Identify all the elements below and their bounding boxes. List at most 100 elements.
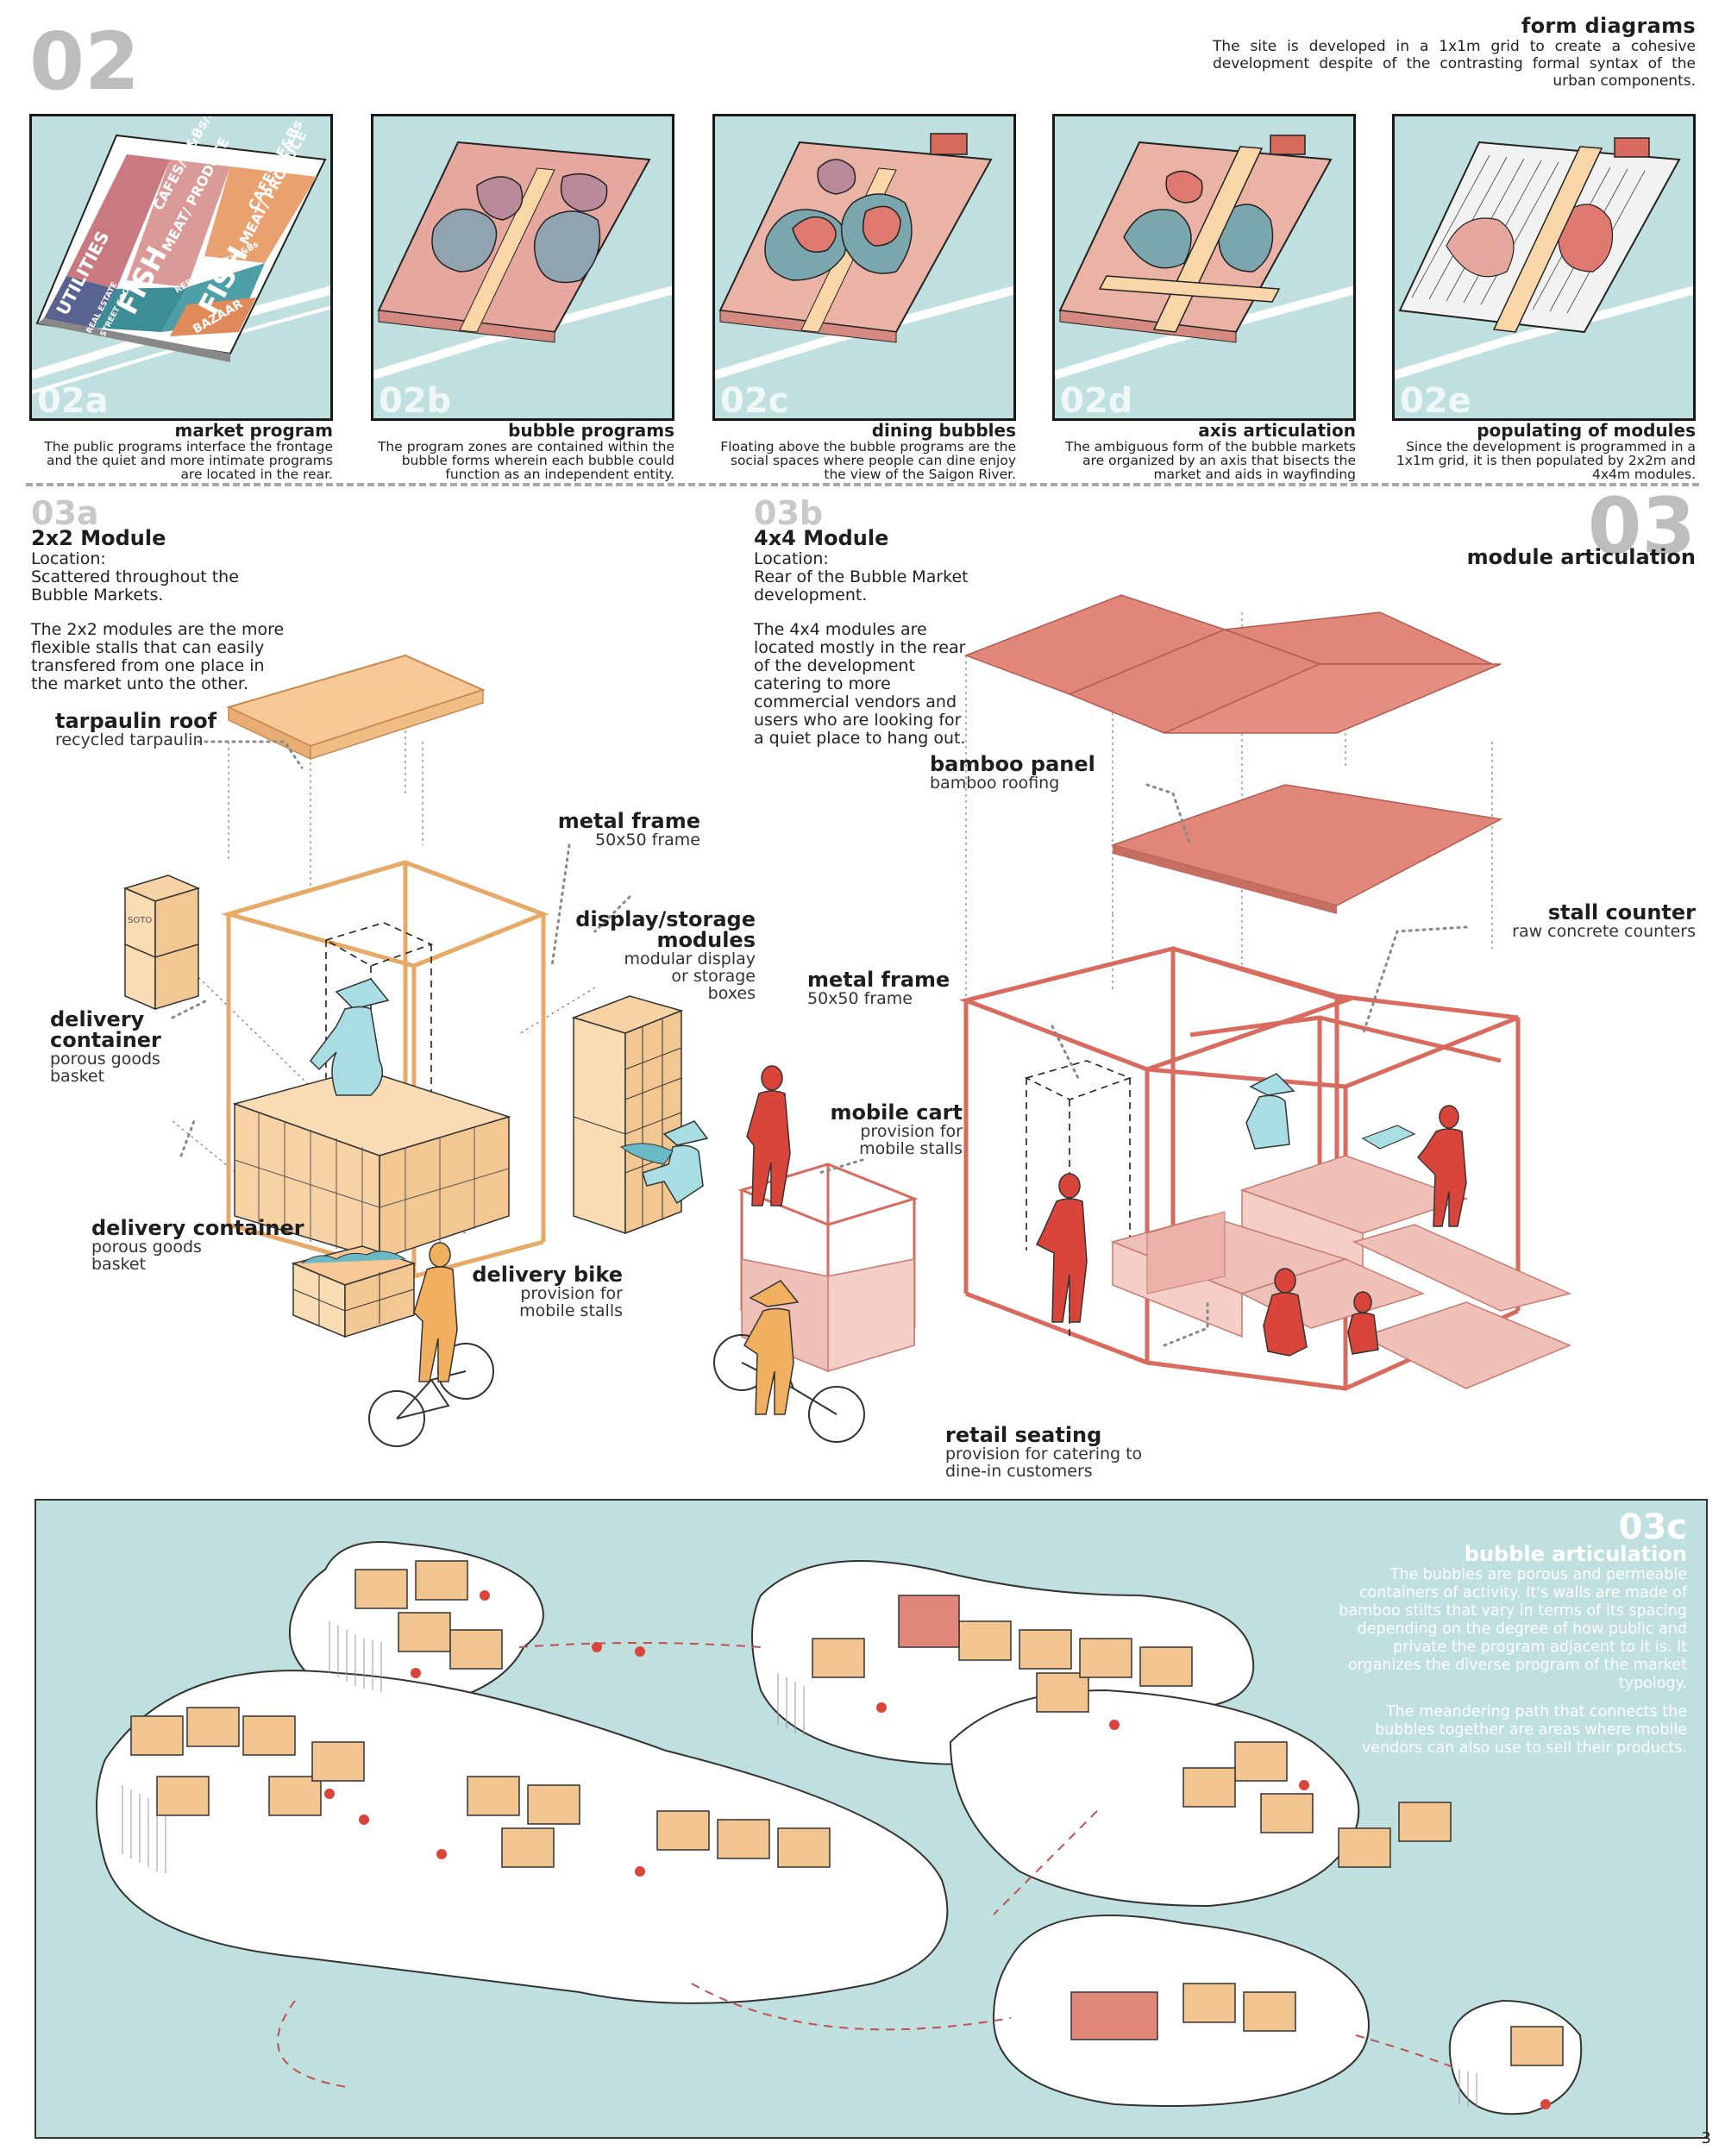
- label-title: delivery container: [91, 1216, 304, 1240]
- module-2x2-title: 2x2 Module: [31, 526, 166, 550]
- label-body: bamboo roofing: [930, 774, 1060, 793]
- module-2x2-location: Location: Scattered throughout the Bubbl…: [31, 550, 239, 605]
- bubble-articulation-text: 03c bubble articulation The bubbles are …: [1325, 1510, 1687, 1758]
- description-line: The 2x2 modules are the more: [31, 620, 285, 639]
- panel-02d-axis-articulation: 02d: [1052, 114, 1356, 421]
- panel-tag: 02b: [379, 381, 452, 421]
- label-delivery-container-b: delivery container porous goods basket: [91, 1218, 304, 1273]
- module-03a-tag: 03a: [31, 494, 99, 532]
- label-title: tarpaulin roof: [55, 709, 217, 733]
- person-figure-icon: [1263, 1268, 1308, 1357]
- fish-basket-icon: [291, 1245, 417, 1338]
- form-diagrams-title: form diagrams: [1521, 14, 1696, 38]
- label-body: raw concrete counters: [1512, 922, 1696, 941]
- label-metal-frame-2x2: metal frame 50x50 frame: [500, 811, 700, 849]
- section-divider: [26, 483, 1699, 486]
- form-diagrams-header: form diagrams The site is developed in a…: [1213, 14, 1696, 90]
- location-line: Bubble Markets.: [31, 586, 164, 605]
- module-exploded-axonometric: SOTO: [122, 594, 1572, 1447]
- caption-title: axis articulation: [1198, 420, 1356, 441]
- caption-body: The ambiguous form of the bubble markets…: [1065, 439, 1356, 482]
- label-body: modular display: [624, 950, 756, 968]
- person-figure-icon: [1416, 1105, 1467, 1227]
- label-body: porous goods: [50, 1050, 160, 1069]
- caption-body: The public programs interface the fronta…: [44, 439, 333, 482]
- section-03-number: 03: [1587, 481, 1696, 572]
- caption-body: Since the development is programmed in a…: [1396, 439, 1696, 482]
- crate-icon: SOTO: [122, 874, 201, 1011]
- label-body: dine-in customers: [945, 1462, 1093, 1481]
- module-2x2-drawing: SOTO: [122, 654, 709, 1447]
- label-metal-frame-4x4: metal frame 50x50 frame: [807, 969, 950, 1007]
- page-number: 3: [1701, 2129, 1711, 2147]
- bubble-body-2: The meandering path that connects the bu…: [1361, 1703, 1687, 1757]
- description-line: catering to more: [754, 674, 891, 693]
- label-title: bamboo panel: [930, 752, 1095, 776]
- label-body: recycled tarpaulin: [55, 730, 204, 749]
- bicycle-icon: [368, 1343, 494, 1447]
- caption-02c: dining bubbles Floating above the bubble…: [712, 421, 1016, 481]
- module-articulation-label: module articulation: [1466, 545, 1696, 569]
- description-line: transfered from one place in: [31, 656, 265, 675]
- module-cluster-4x4: [898, 1595, 1158, 2040]
- panel-02e-populating-modules: 02e: [1392, 114, 1696, 421]
- caption-02a: market program The public programs inter…: [29, 421, 333, 481]
- bubble-programs-diagram: [373, 141, 672, 379]
- location-line: Rear of the Bubble Market: [754, 567, 969, 586]
- label-display-storage: display/storage modules modular display …: [518, 909, 756, 1002]
- person-figure-icon: [324, 1590, 1551, 2109]
- module-4x4-location: Location: Rear of the Bubble Market deve…: [754, 550, 969, 605]
- label-body: porous goods: [91, 1238, 202, 1257]
- caption-body: Floating above the bubble programs are t…: [720, 439, 1016, 482]
- module-03b-tag: 03b: [754, 494, 824, 532]
- label-title: metal frame: [807, 968, 950, 992]
- label-bamboo-panel: bamboo panel bamboo roofing: [930, 754, 1095, 792]
- person-figure-icon: [1347, 1291, 1379, 1355]
- label-title: delivery: [50, 1007, 145, 1031]
- label-body: or storage: [671, 967, 756, 986]
- label-title: metal frame: [557, 809, 700, 833]
- display-storage-shelf: [571, 995, 684, 1235]
- label-body: 50x50 frame: [807, 989, 913, 1008]
- bubble-articulation-panel: 03c bubble articulation The bubbles are …: [34, 1499, 1708, 2139]
- label-body: mobile stalls: [859, 1139, 963, 1158]
- description-line: The 4x4 modules are: [754, 620, 927, 639]
- label-body: basket: [50, 1067, 105, 1086]
- caption-title: populating of modules: [1477, 420, 1696, 441]
- bubble-body: The bubbles are porous and permeable con…: [1339, 1566, 1687, 1692]
- module-articulation-title: module articulation: [1467, 547, 1696, 567]
- label-body: basket: [91, 1255, 147, 1274]
- person-figure-icon: [1035, 1173, 1088, 1323]
- module-4x4-title: 4x4 Module: [754, 526, 889, 550]
- populating-modules-diagram: [1395, 137, 1693, 379]
- module-4x4-description: The 4x4 modules are located mostly in th…: [754, 621, 966, 748]
- person-figure-icon: [746, 1065, 791, 1206]
- label-delivery-container-a: delivery container porous goods basket: [50, 1009, 161, 1085]
- label-retail-seating: retail seating provision for catering to…: [945, 1425, 1142, 1480]
- person-figure-icon: [1245, 1073, 1295, 1150]
- location-line: development.: [754, 586, 868, 605]
- person-figure-icon: [413, 1242, 458, 1382]
- description-line: the market unto the other.: [31, 674, 249, 693]
- location-label: Location:: [754, 549, 829, 568]
- person-figure-icon: [619, 1120, 709, 1205]
- description-line: a quiet place to hang out.: [754, 729, 966, 748]
- label-stall-counter: stall counter raw concrete counters: [1437, 902, 1696, 940]
- market-program-diagram: CAFES/ F&Bs/RETAIL CAFES/ F&Bs MEAT/ PRO…: [32, 116, 330, 394]
- label-delivery-bike: delivery bike provision for mobile stall…: [448, 1264, 623, 1319]
- caption-title: dining bubbles: [871, 420, 1016, 441]
- caption-body: The program zones are contained within t…: [377, 439, 674, 482]
- bubble-market-axonometric: [96, 1541, 1583, 2115]
- mobile-cart-drawing: [713, 1065, 919, 1443]
- fish-basket-icon: [1361, 1125, 1416, 1150]
- description-line: of the development: [754, 656, 915, 675]
- description-line: commercial vendors and: [754, 693, 957, 711]
- panel-tag: 02d: [1060, 381, 1133, 421]
- caption-title: market program: [174, 420, 334, 441]
- form-diagrams-description: The site is developed in a 1x1m grid to …: [1213, 38, 1696, 90]
- dining-bubbles-diagram: [715, 133, 1013, 379]
- label-body: 50x50 frame: [595, 830, 700, 849]
- panel-02b-bubble-programs: 02b: [371, 114, 674, 421]
- label-title: display/storage modules: [575, 907, 756, 952]
- description-line: located mostly in the rear: [754, 638, 966, 657]
